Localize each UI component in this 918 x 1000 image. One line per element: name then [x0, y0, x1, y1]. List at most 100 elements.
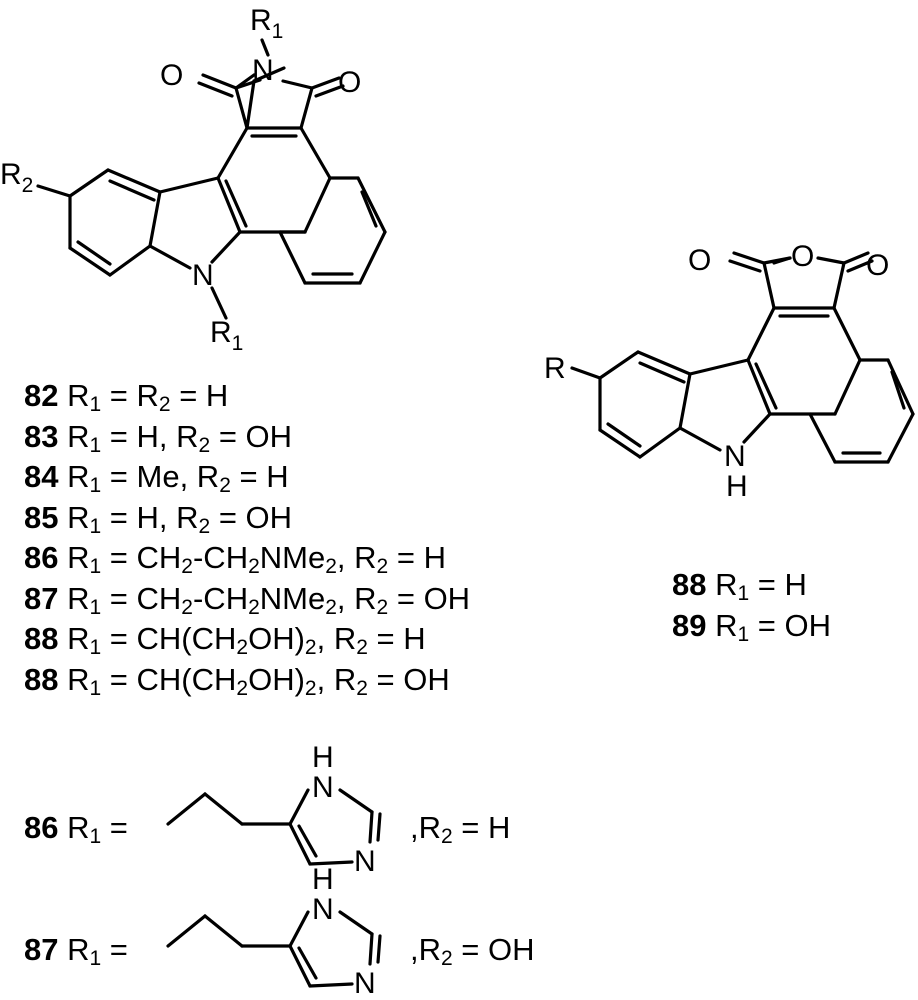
formula-text: = Me, R: [101, 459, 220, 494]
formula-text: , R: [336, 540, 377, 575]
compound-line: 89 R1 = OH: [672, 606, 831, 647]
formula-subscript: 2: [181, 555, 193, 578]
compound-line: 88 R1 = CH(CH2OH)2, R2 = OH: [24, 660, 470, 701]
formula-text: NMe: [259, 540, 326, 575]
compound-number: 82: [24, 378, 68, 413]
formula-subscript: 2: [248, 555, 260, 578]
compound-line: 88 R1 = H: [672, 565, 831, 606]
compound-number: 86: [24, 810, 68, 845]
compound-number: 83: [24, 418, 68, 454]
formula-text: = H: [452, 810, 511, 845]
atom-N: N: [312, 771, 334, 804]
atom-N: N: [252, 54, 274, 87]
imidazole-fragment-87: N H N: [166, 863, 382, 1000]
right-structure: O O O R N H: [544, 240, 915, 503]
formula-subscript: 2: [376, 595, 389, 619]
compound-line: 85 R1 = H, R2 = OH: [24, 498, 470, 539]
formula-subscript: 2: [236, 636, 249, 659]
compound-line: 83 R1 = H, R2 = OH: [24, 417, 470, 458]
compound-number: 87: [24, 580, 68, 616]
formula-subscript: 2: [198, 433, 211, 457]
formula-text: = CH(CH: [101, 621, 237, 656]
formula-subscript: 1: [89, 555, 102, 578]
formula-text: = OH: [388, 580, 471, 616]
formula-text: =: [101, 932, 128, 967]
atom-N: N: [354, 845, 376, 878]
formula-subscript: 2: [304, 676, 317, 700]
atom-N: N: [354, 967, 376, 1000]
formula-text: R: [715, 607, 738, 643]
atom-H: H: [726, 470, 748, 503]
formula-subscript: 1: [89, 433, 102, 457]
formula-subscript: 2: [219, 474, 231, 497]
formula-text: = H, R: [101, 418, 199, 454]
formula-text: R: [67, 418, 90, 454]
substituent-r2-86: ,R2 = H: [410, 810, 511, 847]
atom-R1: R1: [210, 316, 243, 355]
formula-text: -CH: [192, 540, 249, 575]
formula-text: = H: [367, 621, 426, 656]
formula-subscript: 1: [89, 825, 102, 848]
formula-text: OH): [248, 661, 305, 697]
formula-text: ,R: [410, 810, 441, 845]
formula-text: = CH: [101, 540, 182, 575]
formula-text: = H: [749, 567, 807, 602]
substituent-label-86: 86 R1 =: [24, 810, 128, 848]
formula-subscript: 2: [304, 636, 317, 659]
formula-text: , R: [316, 661, 357, 697]
atom-R2: R2: [0, 158, 33, 197]
compound-line: 82 R1 = R2 = H: [24, 376, 470, 417]
atom-O: O: [688, 244, 711, 277]
formula-subscript: 2: [248, 595, 260, 619]
compound-number: 86: [24, 540, 68, 575]
formula-text: = H: [170, 378, 229, 413]
formula-subscript: 2: [181, 595, 193, 619]
atom-O: O: [160, 59, 183, 92]
formula-text: ,R: [410, 932, 441, 967]
formula-text: R: [67, 621, 90, 656]
formula-text: = R: [101, 378, 159, 413]
formula-text: R: [67, 580, 90, 616]
compound-line: 87 R1 = CH2-CH2NMe2, R2 = OH: [24, 579, 470, 620]
substituent-label-87: 87 R1 =: [24, 932, 128, 969]
formula-text: -CH: [192, 580, 249, 616]
formula-text: , R: [316, 621, 357, 656]
compound-number: 88: [672, 567, 716, 602]
formula-text: = H, R: [101, 499, 199, 535]
formula-subscript: 1: [89, 636, 102, 659]
atom-H: H: [312, 863, 334, 896]
formula-subscript: 1: [89, 514, 102, 538]
compound-number: 87: [24, 932, 68, 967]
atom-R1: R1: [250, 4, 283, 43]
formula-text: R: [67, 932, 90, 967]
formula-subscript: 2: [158, 393, 171, 416]
formula-text: R: [67, 810, 90, 845]
formula-text: = OH: [367, 661, 450, 697]
atom-N: N: [312, 893, 334, 926]
compound-number: 88: [24, 621, 68, 656]
formula-text: =: [101, 810, 128, 845]
compound-number: 85: [24, 499, 68, 535]
compound-line: 88 R1 = CH(CH2OH)2, R2 = H: [24, 619, 470, 660]
formula-text: = CH: [101, 580, 182, 616]
formula-subscript: 1: [89, 595, 102, 619]
compound-number: 84: [24, 459, 68, 494]
formula-subscript: 1: [737, 582, 750, 605]
formula-text: R: [67, 459, 90, 494]
formula-text: NMe: [259, 580, 326, 616]
formula-subscript: 2: [325, 555, 337, 578]
formula-text: R: [67, 378, 90, 413]
atom-N: N: [192, 259, 214, 292]
atom-O: O: [866, 249, 889, 282]
formula-text: R: [715, 567, 738, 602]
compound-number: 88: [24, 661, 68, 697]
compound-line: 84 R1 = Me, R2 = H: [24, 457, 470, 498]
formula-text: R: [67, 661, 90, 697]
formula-subscript: 2: [441, 947, 453, 970]
substituent-r2-87: ,R2 = OH: [410, 932, 535, 970]
formula-text: = OH: [452, 932, 535, 967]
formula-text: = H: [388, 540, 446, 575]
